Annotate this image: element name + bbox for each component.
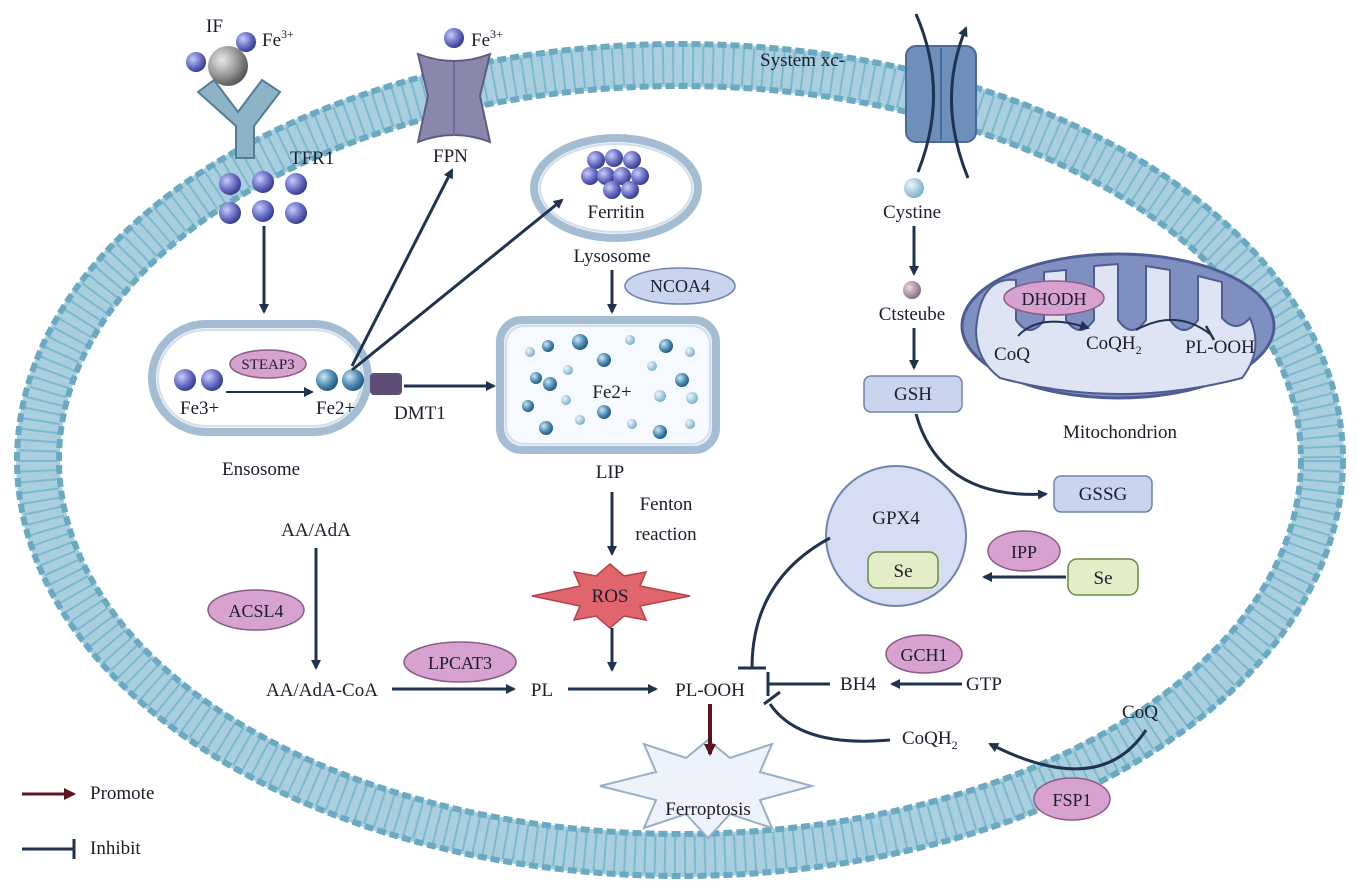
fsp1-enzyme [1033, 777, 1111, 821]
inhibition-lines [738, 536, 891, 743]
cystine-molecule [904, 178, 924, 198]
gssg-label: GSSG [1079, 484, 1128, 505]
fe2-ion [342, 369, 364, 391]
if-protein [208, 46, 248, 86]
fpn-channel [416, 52, 492, 144]
ros-burst [531, 563, 691, 629]
fenton-label-line1: Fenton [640, 494, 693, 515]
legend: Promote Inhibit [22, 783, 154, 859]
se-outer-box [1067, 558, 1139, 596]
lip-label: LIP [596, 462, 625, 483]
fe3-label: Fe3+ [471, 27, 503, 51]
se-outer-label: Se [1094, 568, 1113, 589]
gsh-label: GSH [894, 384, 932, 405]
steap3-label: STEAP3 [241, 357, 294, 373]
gsh-box [863, 375, 963, 413]
lip-fe2-label: Fe2+ [592, 382, 631, 403]
ncoa4-label: NCOA4 [650, 276, 710, 296]
gssg-box [1053, 475, 1153, 513]
ipp-label: IPP [1011, 542, 1037, 562]
tfr1-receptor [196, 78, 282, 159]
cystine-label: Cystine [883, 202, 941, 223]
fsp1-coqh2-label: CoQH2 [902, 728, 958, 752]
mito-coqh2-label: CoQH2 [1086, 333, 1142, 357]
steap3-enzyme [229, 349, 307, 379]
mito-inhibit-bar [1204, 325, 1216, 341]
cysteine-label: Ctsteube [879, 304, 946, 325]
fenton-label-line2: reaction [635, 524, 697, 545]
if-label: IF [206, 16, 223, 37]
fsp1-coq-label: CoQ [1122, 702, 1158, 723]
ferroptosis-burst [599, 738, 816, 840]
fpn-label: FPN [433, 146, 468, 167]
ferritin-cluster [581, 149, 649, 199]
fe-cluster [219, 171, 307, 224]
mitochondrion-label: Mitochondrion [1063, 422, 1177, 443]
pl-ooh-label: PL-OOH [675, 680, 745, 701]
se-inner-box [867, 551, 939, 589]
fe3-label: Fe3+ [262, 27, 294, 51]
mito-coq-label: CoQ [994, 344, 1030, 365]
fsp1-label: FSP1 [1052, 790, 1091, 810]
aa-ada-label: AA/AdA [281, 520, 351, 541]
dmt1-transporter [370, 373, 402, 395]
gtp-label: GTP [966, 674, 1002, 695]
fe3-ion [201, 369, 223, 391]
mito-inhibit-arrow [1135, 319, 1211, 335]
gch1-enzyme [885, 634, 963, 674]
system-xc-transporter [905, 13, 977, 179]
pathway-arrows [259, 168, 1148, 771]
cell-membrane [14, 41, 1346, 879]
fe3-ion [444, 28, 464, 48]
pl-label: PL [531, 680, 553, 701]
mito-coq-arrow [1017, 320, 1090, 337]
gch1-label: GCH1 [900, 645, 947, 665]
fe2-endosome-label: Fe2+ [316, 398, 355, 419]
lpcat3-label: LPCAT3 [428, 653, 492, 673]
ferroptosis-label: Ferroptosis [665, 799, 751, 820]
dhodh-label: DHODH [1022, 289, 1087, 309]
fe3-ion [236, 32, 256, 52]
endosome-label: Ensosome [222, 459, 300, 480]
fe3-ion [186, 52, 206, 72]
dhodh-enzyme [1003, 280, 1105, 316]
legend-inhibit-label: Inhibit [90, 838, 141, 859]
system-xc-label: System xc- [760, 50, 845, 71]
acsl4-label: ACSL4 [228, 601, 283, 621]
lip-pool [496, 316, 720, 454]
lpcat3-enzyme [403, 641, 517, 683]
fe2-ion [316, 369, 338, 391]
legend-promote-label: Promote [90, 783, 154, 804]
fe2-pool-particles [522, 334, 698, 439]
se-inner-label: Se [894, 561, 913, 582]
mitochondrion [960, 252, 1276, 400]
tfr1-label: TFR1 [290, 148, 334, 169]
cysteine-molecule [903, 281, 921, 299]
fe3-ion [174, 369, 196, 391]
ncoa4-enzyme [624, 267, 736, 305]
mito-pl-ooh-label: PL-OOH [1185, 337, 1255, 358]
ipp-enzyme [987, 530, 1061, 572]
dmt1-label: DMT1 [394, 403, 446, 424]
lysosome-label: Lysosome [573, 246, 650, 267]
bh4-label: BH4 [840, 674, 876, 695]
ros-label: ROS [592, 586, 629, 607]
ferritin-label: Ferritin [588, 202, 645, 223]
acsl4-enzyme [207, 589, 305, 631]
gpx4-label: GPX4 [872, 508, 920, 529]
fe3-endosome-label: Fe3+ [180, 398, 219, 419]
aa-ada-coa-label: AA/AdA-CoA [266, 680, 378, 701]
